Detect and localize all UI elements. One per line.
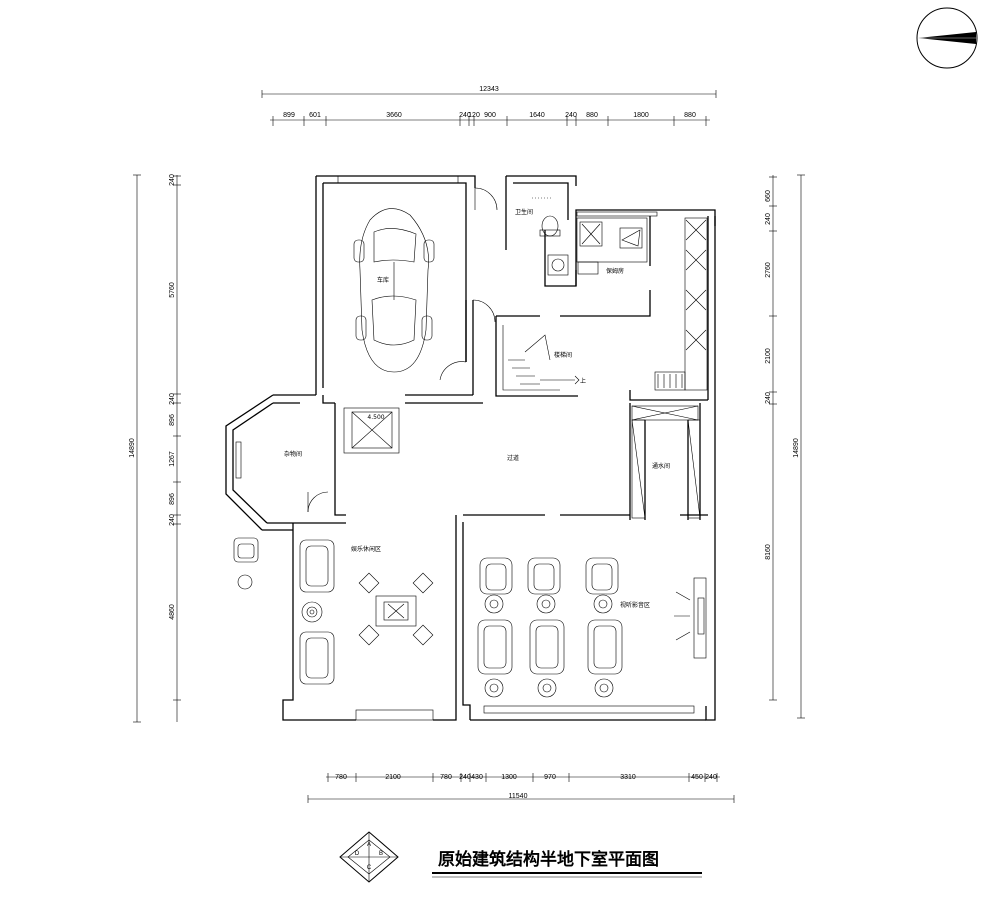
dim-right-seg: 660 — [765, 190, 772, 202]
dim-top-seg: 120 — [468, 112, 480, 119]
room-label-nanny-room: 保姆房 — [606, 267, 624, 275]
sink-icon — [547, 254, 569, 276]
dim-bottom-seg: 450 — [691, 774, 703, 781]
compass-letter-b: B — [379, 851, 383, 857]
bed-icon — [576, 217, 648, 275]
dim-bottom-seg: 780 — [440, 774, 452, 781]
room-label-water-pump: 通水间 — [652, 462, 670, 470]
room-label-cinema: 视听影音区 — [620, 601, 650, 609]
compass-letter-a: A — [367, 842, 371, 848]
dim-top-seg: 900 — [484, 112, 496, 119]
dim-left-seg: 1267 — [169, 451, 176, 467]
wardrobe-icon — [654, 217, 708, 391]
dim-bottom-seg: 240 — [705, 774, 717, 781]
dim-top-seg: 899 — [283, 112, 295, 119]
dim-bottom-seg: 780 — [335, 774, 347, 781]
elevator-level-label: 4.500 — [367, 414, 384, 421]
drawing-title: 原始建筑结构半地下室平面图 — [438, 849, 659, 870]
dim-bottom-seg: 240 — [459, 774, 471, 781]
doors — [307, 187, 498, 513]
compass-letter-d: D — [355, 851, 360, 857]
outdoor-chair-icon — [233, 537, 259, 590]
dim-right-segments: 240 660 2760 2100 240 8160 — [765, 175, 777, 701]
screen-icon — [674, 577, 707, 659]
stair-up-label: 上 — [580, 377, 586, 385]
dim-left-total: 14890 — [129, 174, 141, 723]
toilet-icon — [539, 215, 561, 237]
dim-right-seg: 240 — [765, 213, 772, 225]
dim-right-seg: 240 — [765, 392, 772, 404]
dim-left-seg: 896 — [169, 414, 176, 426]
dim-bottom-seg: 970 — [544, 774, 556, 781]
room-label-corridor: 过道 — [507, 454, 519, 462]
car-icon — [353, 208, 435, 373]
bay-window — [235, 441, 242, 479]
room-label-storage: 杂物间 — [284, 450, 302, 458]
dim-top-seg: 880 — [684, 112, 696, 119]
mahjong-table-icon — [358, 572, 434, 646]
water-shaft-icon — [631, 405, 701, 519]
room-label-bathroom: 卫生间 — [515, 208, 533, 216]
dim-left-seg: 240 — [169, 393, 176, 405]
dim-left-seg: 4860 — [169, 604, 176, 620]
dim-top-seg: 1640 — [529, 112, 545, 119]
staircase-icon — [502, 325, 580, 391]
dim-left-seg: 5760 — [169, 282, 176, 298]
dim-bottom-total-text: 11540 — [509, 793, 528, 800]
dim-left-seg: 896 — [169, 493, 176, 505]
elevator-icon — [343, 407, 400, 454]
dim-bottom-seg: 1300 — [501, 774, 517, 781]
dim-bottom-seg: 2100 — [385, 774, 401, 781]
dim-top-seg: 880 — [586, 112, 598, 119]
dim-right-total: 14890 — [793, 174, 805, 719]
sofa-chairs — [299, 539, 335, 685]
room-label-stair: 楼梯间 — [554, 351, 572, 359]
dim-top-total: 12343 — [261, 86, 717, 98]
dim-left-seg: 240 — [169, 514, 176, 526]
dim-bottom-seg: 3310 — [620, 774, 636, 781]
dim-right-seg: 8160 — [765, 544, 772, 560]
dim-top-seg: 240 — [459, 112, 471, 119]
dim-right-seg: 2760 — [765, 262, 772, 278]
dim-left-total-text: 14890 — [129, 438, 136, 458]
dim-right-seg: 2100 — [765, 348, 772, 364]
dim-bottom-total: 11540 — [307, 793, 735, 803]
dim-top-total-text: 12343 — [479, 86, 499, 93]
dim-bottom-seg: 430 — [471, 774, 483, 781]
dim-top-segments: 899 601 3660 240 120 900 1640 240 880 18… — [270, 112, 710, 126]
dim-top-seg: 3660 — [386, 112, 402, 119]
dim-top-seg: 601 — [309, 112, 321, 119]
dim-left-segments: 240 5760 240 896 1267 896 240 4860 — [169, 174, 181, 722]
dim-top-seg: 240 — [565, 112, 577, 119]
north-arrow-icon — [916, 7, 978, 69]
compass-diamond-icon: A B C D — [339, 831, 399, 883]
walls — [225, 175, 716, 721]
dim-top-seg: 1800 — [633, 112, 649, 119]
compass-letter-c: C — [367, 865, 372, 871]
cinema-seats — [477, 557, 623, 698]
dim-right-total-text: 14890 — [793, 438, 800, 458]
room-label-leisure: 娱乐休闲区 — [351, 545, 381, 553]
dim-bottom-segments: 780 2100 780 240 430 1300 970 3310 450 2… — [326, 773, 720, 782]
room-label-garage: 车库 — [377, 276, 389, 284]
dim-left-seg: 240 — [169, 174, 176, 186]
